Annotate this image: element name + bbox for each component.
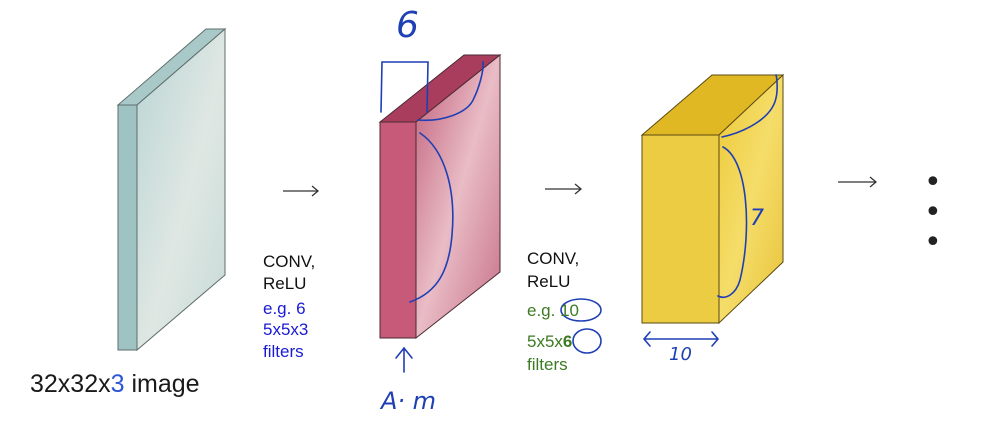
layer1-volume-front	[415, 53, 501, 340]
input-volume-front	[136, 27, 226, 352]
layer2-front-curve	[717, 146, 748, 298]
pen-annotations	[380, 61, 778, 373]
input-caption-suffix: image	[124, 370, 200, 398]
circle-around-6	[572, 328, 602, 354]
arrow-2	[545, 183, 583, 195]
layer2-eg-value: 10	[560, 301, 580, 320]
layer1-filters-word: filters	[263, 342, 304, 361]
layer1-op-line2: ReLU	[263, 274, 307, 293]
layer2-volume	[640, 73, 785, 325]
arrow-3	[838, 176, 878, 188]
layer2-volume-side	[641, 134, 720, 324]
layer1-volume-side	[379, 121, 417, 339]
layer2-op-line1: CONV,	[527, 249, 580, 268]
layer2-filters-word: filters	[527, 355, 568, 374]
circle-around-10	[560, 298, 602, 322]
continuation-ellipsis: • • •	[924, 165, 948, 260]
layer2-size-depth: 6	[562, 332, 573, 351]
arrow-1	[283, 185, 320, 197]
depth-bracket	[380, 61, 429, 113]
layer1-front-curve	[409, 132, 454, 303]
layer1-op-line1: CONV,	[263, 252, 316, 271]
handwritten-a-m: A· m	[381, 387, 437, 415]
input-caption-depth: 3	[110, 370, 125, 398]
input-caption-prefix: 32x32x	[30, 370, 111, 398]
layer1-filter-size: 5x5x3	[263, 320, 309, 339]
input-caption: 32x32x3 image	[30, 372, 200, 397]
layer2-volume-front	[718, 73, 784, 325]
handwritten-height-7: 7	[750, 206, 764, 231]
handwritten-depth-6: 6	[396, 5, 419, 46]
layer1-up-arrow	[395, 346, 413, 373]
layer2-op-line2: ReLU	[527, 272, 571, 291]
width-measure	[642, 331, 720, 347]
handwritten-width-10: 10	[669, 344, 692, 365]
layer1-filter-count: e.g. 6	[263, 299, 306, 318]
layer2-eg-prefix: e.g.	[527, 301, 556, 320]
layer2-filter-count: e.g. 10	[527, 302, 579, 319]
layer1-volume	[378, 53, 502, 340]
layer1-top-curve	[417, 61, 484, 122]
input-volume	[116, 27, 227, 352]
input-volume-side	[117, 104, 138, 351]
layer2-size-prefix: 5x5x	[527, 332, 563, 351]
layer2-filter-size: 5x5x6	[527, 333, 572, 350]
layer2-top-curve	[721, 74, 778, 138]
